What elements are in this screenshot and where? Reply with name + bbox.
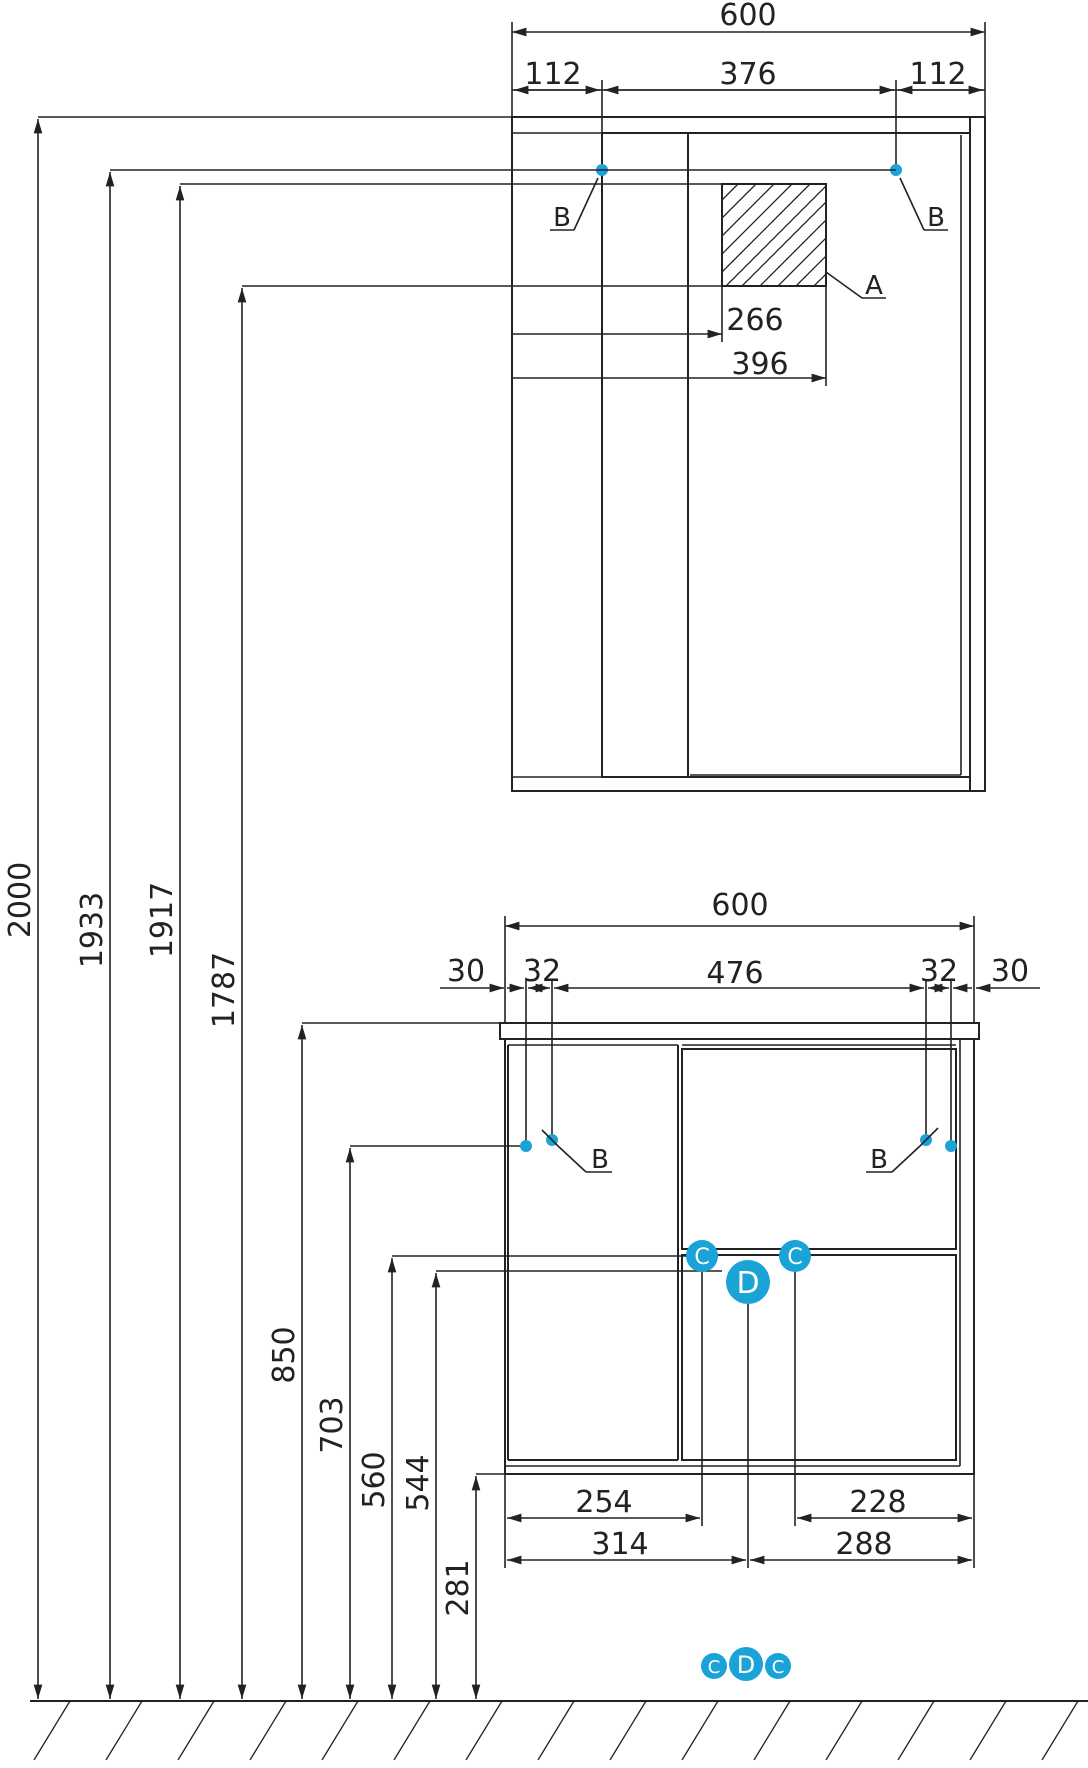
socket-from-left-label: 266 — [726, 303, 783, 338]
water-inlet-right-label: C — [787, 1245, 802, 1270]
drain-right-label: 288 — [835, 1527, 892, 1562]
height-mirror-holes-label: 1933 — [75, 892, 110, 968]
height-socket-top-label: 1917 — [145, 882, 180, 958]
drain: D — [726, 1260, 770, 1304]
height-cabinet-holes-label: 703 — [315, 1396, 350, 1453]
cabinet-hole-left-label: B — [591, 1145, 609, 1175]
cabinet-hole-dimensions: 30 32 476 32 30 — [440, 954, 1040, 1146]
mirror-holes-span-label: 376 — [719, 57, 776, 92]
cabinet-right-hole-spacing-label: 32 — [920, 954, 958, 989]
inlet-left-label: 254 — [575, 1485, 632, 1520]
floor — [30, 1700, 1088, 1761]
socket-right-edge-label: 396 — [731, 347, 788, 382]
cabinet-left-hole-spacing-label: 32 — [523, 954, 561, 989]
height-drain-lower-label: 281 — [441, 1559, 476, 1616]
mirror-hole-right-label: B — [927, 203, 945, 233]
mirror-width-dimension: 600 — [511, 0, 986, 117]
height-water-inlet-label: 560 — [357, 1451, 392, 1508]
height-mirror-top-label: 2000 — [3, 862, 38, 938]
inlet-right-label: 228 — [849, 1485, 906, 1520]
socket-area — [721, 183, 827, 287]
cabinet-width-dimension: 600 — [504, 888, 975, 1023]
legend-c-left-label: C — [708, 1657, 721, 1678]
cabinet-hole-left-outer-marker — [520, 1140, 532, 1152]
mirror-hole-dimensions: 112 376 112 — [512, 57, 985, 170]
water-inlet-left-label: C — [694, 1245, 709, 1270]
mirror-hole-right-callout: B — [899, 177, 948, 233]
socket-callout: A — [825, 271, 886, 301]
cabinet-right-edge-label: 30 — [991, 954, 1029, 989]
height-socket-bottom-label: 1787 — [207, 952, 242, 1028]
water-inlet-left: C — [686, 1240, 718, 1272]
drain-label: D — [736, 1266, 759, 1301]
height-cabinet-top-label: 850 — [267, 1326, 302, 1383]
vanity-cabinet — [499, 1022, 980, 1475]
cabinet-hole-left-callout: B — [541, 1129, 612, 1175]
cabinet-width-label: 600 — [711, 888, 768, 923]
legend-c-right-label: C — [772, 1657, 785, 1678]
cabinet-left-edge-label: 30 — [447, 954, 485, 989]
cabinet-bottom-dimensions: 254 228 314 288 — [504, 1272, 975, 1568]
cabinet-holes-span-label: 476 — [706, 956, 763, 991]
cabinet-hole-right-callout: B — [866, 1127, 939, 1175]
mirror-cabinet: 600 112 376 112 B B — [511, 0, 986, 792]
mirror-left-offset-label: 112 — [524, 57, 581, 92]
legend-markers: C D C — [701, 1647, 791, 1681]
floor-hatch — [33, 1700, 1079, 1761]
legend-d-label: D — [737, 1651, 755, 1679]
drain-left-label: 314 — [591, 1527, 648, 1562]
cabinet-hole-right-outer-marker — [945, 1140, 957, 1152]
mirror-width-label: 600 — [719, 0, 776, 33]
water-inlet-right: C — [779, 1240, 811, 1272]
mirror-right-offset-label: 112 — [909, 57, 966, 92]
socket-label: A — [865, 271, 883, 301]
height-drain-upper-label: 544 — [401, 1454, 436, 1511]
cabinet-hole-right-label: B — [870, 1145, 888, 1175]
socket-dimensions: 266 396 — [512, 286, 827, 386]
mirror-hole-left-callout: B — [550, 177, 599, 233]
mirror-hole-left-label: B — [553, 203, 571, 233]
height-dimensions: 2000 1933 1917 1787 850 703 560 544 281 — [3, 116, 896, 1699]
